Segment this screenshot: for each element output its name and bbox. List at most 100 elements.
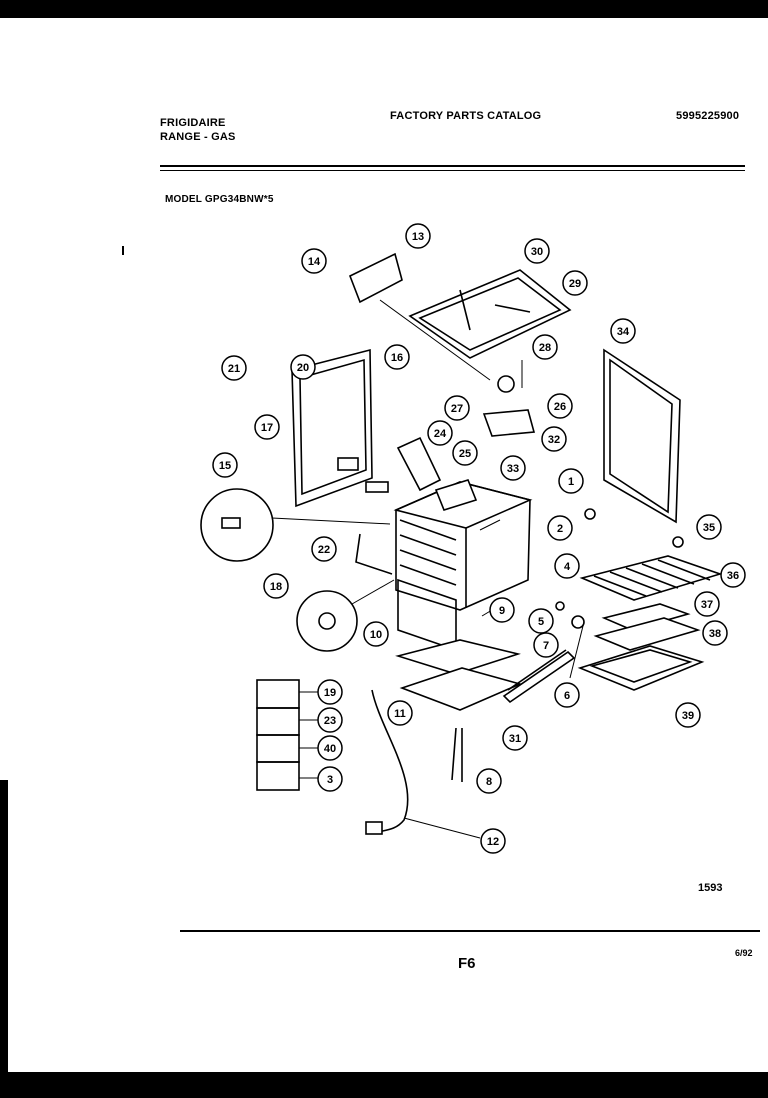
page-label: F6	[458, 955, 476, 972]
callout-21: 21	[221, 355, 247, 381]
svg-text:28: 28	[539, 342, 551, 354]
svg-text:14: 14	[308, 256, 321, 268]
svg-text:11: 11	[394, 708, 406, 720]
callout-38: 38	[702, 620, 728, 646]
callout-23: 23	[317, 707, 343, 733]
drawing-number: 1593	[698, 882, 723, 894]
callout-35: 35	[696, 514, 722, 540]
scan-bottom-border	[0, 1072, 768, 1098]
svg-text:6: 6	[564, 690, 570, 702]
svg-text:15: 15	[219, 460, 231, 472]
svg-text:16: 16	[391, 352, 403, 364]
header-rule	[160, 165, 745, 167]
power-cord	[365, 689, 481, 839]
callout-1: 1	[558, 468, 584, 494]
svg-text:19: 19	[324, 687, 336, 699]
oven-door	[603, 348, 681, 524]
callout-29: 29	[562, 270, 588, 296]
svg-text:5: 5	[538, 616, 544, 628]
callout-32: 32	[541, 426, 567, 452]
svg-text:33: 33	[507, 463, 519, 475]
callout-14: 14	[301, 248, 327, 274]
svg-text:26: 26	[554, 401, 566, 413]
product-type: RANGE - GAS	[160, 131, 236, 143]
callout-36: 36	[720, 562, 746, 588]
svg-text:35: 35	[703, 522, 715, 534]
model-number: MODEL GPG34BNW*5	[165, 194, 274, 205]
callout-10: 10	[363, 621, 389, 647]
svg-text:3: 3	[327, 774, 333, 786]
callout-6: 6	[554, 682, 580, 708]
callout-40: 40	[317, 735, 343, 761]
catalog-number: 5995225900	[676, 110, 740, 122]
scan-artifact-tick	[122, 246, 124, 255]
svg-text:4: 4	[564, 561, 571, 573]
footer-rule	[180, 930, 760, 932]
callout-22: 22	[311, 536, 337, 562]
svg-text:1: 1	[568, 476, 574, 488]
callout-34: 34	[610, 318, 636, 344]
svg-text:20: 20	[297, 362, 309, 374]
detail-inset-knob	[296, 579, 395, 652]
callout-31: 31	[502, 725, 528, 751]
brand-name: FRIGIDAIRE	[160, 117, 226, 129]
range-body-cabinet	[393, 481, 533, 652]
header-rule-thin	[160, 170, 745, 171]
callout-37: 37	[694, 591, 720, 617]
brand-block: FRIGIDAIRE RANGE - GAS	[160, 116, 236, 144]
svg-text:10: 10	[370, 629, 382, 641]
svg-text:23: 23	[324, 715, 336, 727]
callout-20: 20	[290, 354, 316, 380]
svg-text:32: 32	[548, 434, 560, 446]
callout-15: 15	[212, 452, 238, 478]
ignitor	[451, 727, 463, 782]
callout-3: 3	[317, 766, 343, 792]
callout-30: 30	[524, 238, 550, 264]
oven-bottom-panels	[395, 639, 523, 711]
svg-text:17: 17	[261, 422, 273, 434]
callout-16: 16	[384, 344, 410, 370]
scan-left-edge-mark	[0, 780, 8, 1080]
svg-text:31: 31	[509, 733, 521, 745]
svg-text:9: 9	[499, 605, 505, 617]
catalog-title: FACTORY PARTS CATALOG	[390, 110, 542, 122]
svg-text:8: 8	[486, 776, 492, 788]
callout-17: 17	[254, 414, 280, 440]
callout-19: 19	[317, 679, 343, 705]
detail-inset-thermostat	[200, 488, 391, 562]
small-components	[348, 252, 536, 575]
svg-text:22: 22	[318, 544, 330, 556]
oven-rack	[579, 555, 723, 601]
oven-burner-tube	[502, 649, 576, 704]
callout-26: 26	[547, 393, 573, 419]
backguard-panel	[291, 348, 373, 508]
callout-12: 12	[480, 828, 506, 854]
catalog-date: 6/92	[735, 948, 753, 958]
callout-11: 11	[387, 700, 413, 726]
svg-text:25: 25	[459, 448, 471, 460]
svg-text:38: 38	[709, 628, 721, 640]
callout-24: 24	[427, 420, 453, 446]
svg-text:40: 40	[324, 743, 336, 755]
callout-13: 13	[405, 223, 431, 249]
cooktop-top-panel	[408, 269, 572, 359]
callout-4: 4	[554, 553, 580, 579]
svg-text:36: 36	[727, 570, 739, 582]
svg-text:21: 21	[228, 363, 240, 375]
callout-8: 8	[476, 768, 502, 794]
callout-39: 39	[675, 702, 701, 728]
callout-25: 25	[452, 440, 478, 466]
callout-27: 27	[444, 395, 470, 421]
accessory-parts-boxes	[256, 679, 318, 791]
callout-2: 2	[547, 515, 573, 541]
callout-33: 33	[500, 455, 526, 481]
svg-text:18: 18	[270, 581, 282, 593]
svg-text:27: 27	[451, 403, 463, 415]
callout-28: 28	[532, 334, 558, 360]
svg-text:13: 13	[412, 231, 424, 243]
svg-text:30: 30	[531, 246, 543, 258]
callout-7: 7	[533, 632, 559, 658]
svg-text:24: 24	[434, 428, 447, 440]
svg-text:29: 29	[569, 278, 581, 290]
